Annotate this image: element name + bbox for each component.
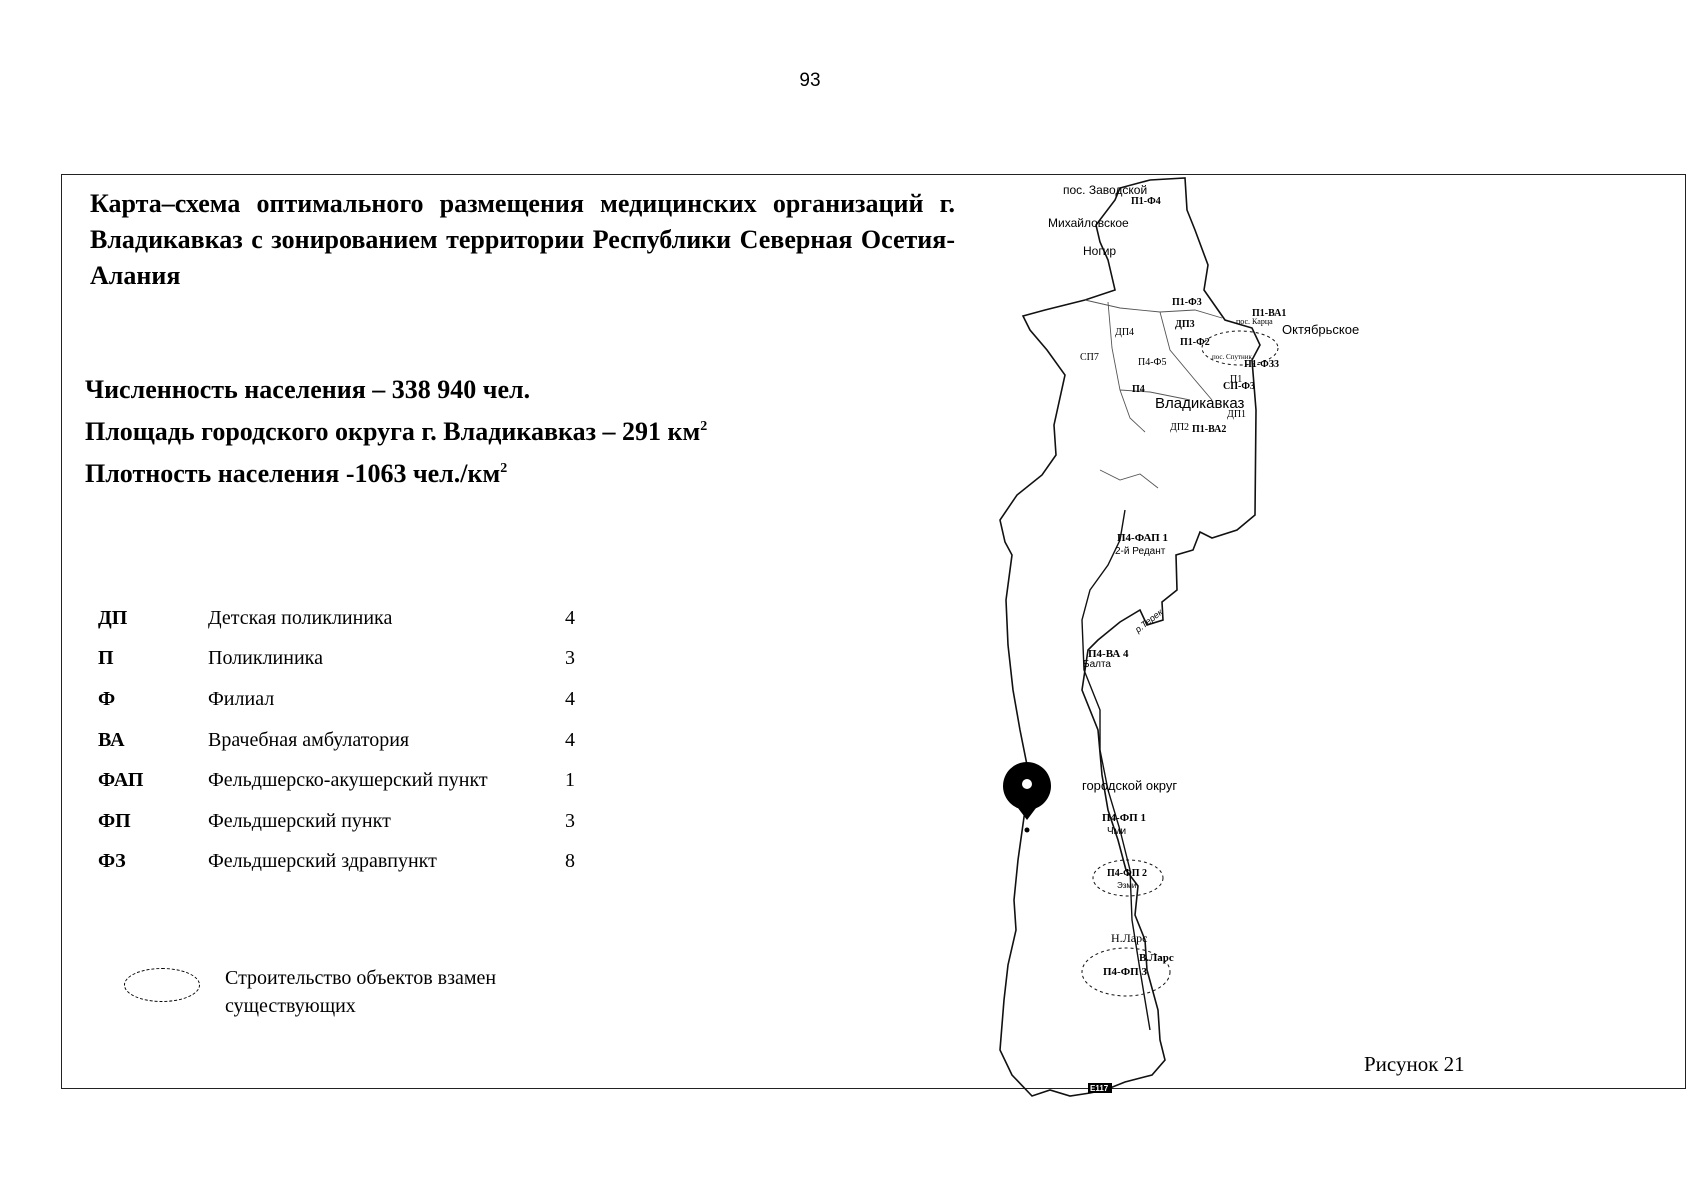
- legend-count: 4: [565, 606, 575, 629]
- road-label: Е117: [1090, 1084, 1109, 1093]
- legend-name: Детская поликлиника: [208, 606, 393, 629]
- map-title: Карта–схема оптимального размещения меди…: [90, 189, 955, 290]
- legend-name: Фельдшерский здравпункт: [208, 850, 437, 873]
- legend-count: 1: [565, 769, 575, 792]
- construction-legend: Строительство объектов взамен существующ…: [124, 964, 644, 1024]
- map-label: П1-ВА2: [1192, 424, 1226, 435]
- legend-code: Ф: [98, 687, 116, 710]
- map-label: П1-Ф4: [1131, 196, 1161, 207]
- map-label: городской округ: [1082, 778, 1177, 793]
- map-label: П4-ВА 4: [1088, 648, 1129, 660]
- legend-name: Фельдшерско-акушерский пункт: [208, 769, 488, 792]
- figure-frame: [61, 174, 1686, 1089]
- legend-code: ДП: [98, 606, 128, 629]
- legend-count: 4: [565, 687, 575, 710]
- map-label: П1-Ф2: [1180, 337, 1210, 348]
- legend-name: Врачебная амбулатория: [208, 728, 410, 751]
- page-number: 93: [799, 70, 821, 91]
- map-label: ДП1: [1227, 409, 1246, 420]
- legend-row: П Поликлиника 3: [98, 639, 605, 680]
- legend-code: ФЗ: [98, 850, 126, 873]
- construction-ellipse: [1201, 330, 1279, 366]
- map-label: 2-й Редант: [1115, 546, 1166, 557]
- dashed-ellipse-icon: [124, 968, 200, 1002]
- stat-area: Площадь городского округа г. Владикавказ…: [85, 417, 708, 446]
- map-label: П4-Ф5: [1138, 357, 1166, 368]
- map-label: пос. Заводской: [1063, 183, 1147, 197]
- map-label: П4: [1132, 384, 1145, 395]
- legend-count: 3: [565, 809, 575, 832]
- construction-ellipse: [1081, 947, 1171, 997]
- legend-code: ФАП: [98, 769, 144, 792]
- map-label: ДП4: [1115, 327, 1134, 338]
- legend-row: ФЗ Фельдшерский здравпункт 8: [98, 842, 605, 883]
- construction-ellipse: [1092, 859, 1164, 897]
- map-label: пос. Карца: [1236, 317, 1273, 326]
- map-label: П1-ВА1: [1252, 308, 1286, 319]
- map-label: П4-ФП 2: [1107, 868, 1147, 879]
- location-pin-icon: [1003, 762, 1051, 833]
- district-map: пос. Заводской П1-Ф4 Михайловское Ногир …: [999, 177, 1359, 1097]
- map-label: П4-ФП 3: [1103, 966, 1147, 978]
- map-label: Владикавказ: [1155, 395, 1245, 412]
- legend-count: 3: [565, 647, 575, 670]
- map-label: Н.Ларс: [1111, 931, 1147, 945]
- map-label: П4-ФП 1: [1102, 812, 1146, 824]
- map-label: Ногир: [1083, 244, 1116, 258]
- map-label: Чми: [1107, 826, 1126, 837]
- legend-table: ДП Детская поликлиника 4 П Поликлиника 3…: [98, 598, 605, 882]
- legend-row: ВА Врачебная амбулатория 4: [98, 720, 605, 761]
- population-stats: Численность населения – 338 940 чел. Пло…: [85, 366, 707, 492]
- map-label: В.Ларс: [1139, 952, 1174, 964]
- map-label: П1: [1230, 374, 1242, 385]
- map-label: Балта: [1083, 659, 1111, 670]
- map-label: пос. Спутник: [1212, 353, 1252, 361]
- legend-row: ФП Фельдшерский пункт 3: [98, 801, 605, 842]
- legend-count: 4: [565, 728, 575, 751]
- legend-name: Поликлиника: [208, 647, 323, 670]
- legend-count: 8: [565, 850, 575, 873]
- map-label: Эзми: [1117, 881, 1136, 890]
- map-label: ДП3: [1175, 319, 1195, 330]
- legend-code: ФП: [98, 809, 131, 832]
- legend-name: Филиал: [208, 687, 275, 710]
- map-label: ДП2: [1170, 422, 1189, 433]
- district-boundary: [999, 177, 1261, 1097]
- legend-code: П: [98, 647, 114, 670]
- map-label: СП-Ф3: [1223, 381, 1255, 392]
- map-label: П1-ФЗ3: [1244, 359, 1279, 370]
- stat-density: Плотность населения -1063 чел./км2: [85, 459, 508, 488]
- map-label: Михайловское: [1048, 216, 1129, 230]
- legend-row: ДП Детская поликлиника 4: [98, 598, 605, 639]
- stat-population: Численность населения – 338 940 чел.: [85, 375, 531, 404]
- map-label: П4-ФАП 1: [1117, 532, 1168, 544]
- figure-caption: Рисунок 21: [1364, 1052, 1465, 1076]
- legend-code: ВА: [98, 728, 125, 751]
- map-label: П1-Ф3: [1172, 297, 1202, 308]
- legend-row: ФАП Фельдшерско-акушерский пункт 1: [98, 760, 605, 801]
- map-label: Октябрьское: [1282, 322, 1359, 337]
- legend-row: Ф Филиал 4: [98, 679, 605, 720]
- legend-name: Фельдшерский пункт: [208, 809, 391, 832]
- construction-label: Строительство объектов взамен существующ…: [225, 967, 497, 1017]
- road-badge: [1088, 1083, 1112, 1093]
- map-label: СП7: [1080, 352, 1099, 363]
